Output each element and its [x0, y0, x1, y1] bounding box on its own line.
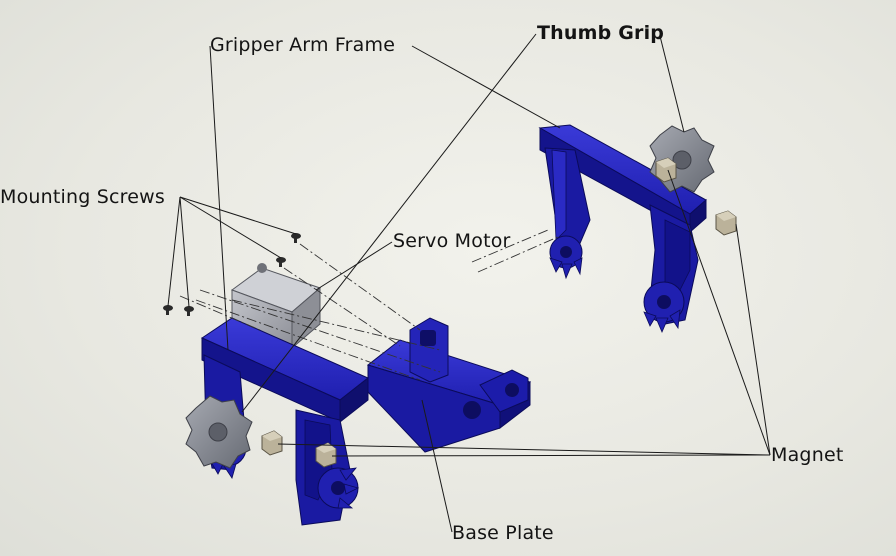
label-base-plate: Base Plate [452, 522, 554, 544]
screw-icon [163, 233, 301, 316]
gripper-arm-frame-right [538, 124, 707, 326]
gear-teeth-right [549, 257, 681, 334]
leader-lines [167, 33, 771, 533]
gear-teeth-left [209, 459, 360, 509]
label-mounting-screws: Mounting Screws [0, 186, 166, 208]
label-magnet: Magnet [771, 444, 844, 466]
explode-lines [179, 229, 561, 381]
label-gripper-arm-frame: Gripper Arm Frame [210, 34, 396, 56]
magnet-cube-icon [655, 157, 737, 236]
base-plate [366, 317, 532, 453]
label-servo-motor: Servo Motor [393, 230, 511, 252]
label-thumb-grip: Thumb Grip [537, 22, 665, 44]
magnet-cube-icon [261, 430, 337, 468]
thumb-grip-gear-icon [185, 395, 253, 469]
